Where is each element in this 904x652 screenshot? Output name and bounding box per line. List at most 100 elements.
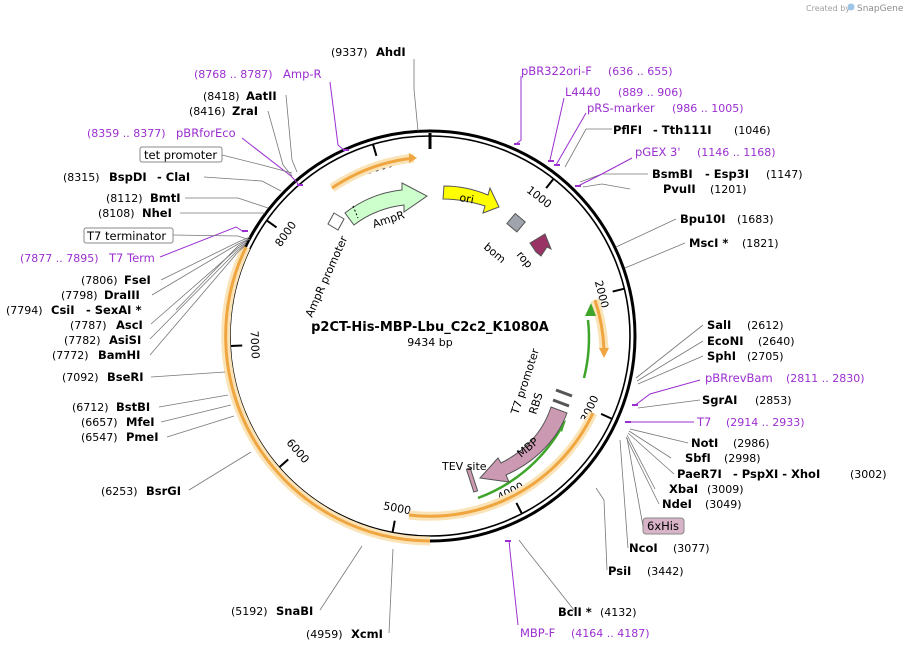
site-ndei[interactable]: NdeI (3049) — [662, 497, 742, 511]
site-bseri[interactable]: (7092) BseRI — [62, 370, 144, 384]
site-fsei[interactable]: (7806) FseI — [81, 273, 151, 287]
site-mfei-name: MfeI — [126, 415, 155, 429]
primer-pbr322ori-f-pos: (636 .. 655) — [608, 65, 673, 78]
site-snabi[interactable]: (5192) SnaBI — [231, 604, 313, 618]
orf-arc-large — [224, 246, 431, 543]
tick-mark-6000 — [278, 458, 289, 469]
site-asisi-pos: (7782) — [64, 334, 101, 347]
site-xbai-pos: (3009) — [707, 483, 744, 496]
tick-mark-5000 — [391, 520, 396, 533]
site-bspdi-name: BspDI — [109, 170, 147, 184]
primer-l4440[interactable]: L4440 (889 .. 906) — [565, 85, 683, 99]
site-pflfi-name: PflFI — [613, 123, 642, 137]
site-ahdi[interactable]: (9337) AhdI — [331, 45, 406, 59]
tev-site-label: TEV site — [441, 460, 487, 473]
feature-tev-site[interactable]: TEV site — [441, 460, 487, 493]
site-bmti-pos: (8112) — [106, 192, 143, 205]
site-aatii[interactable]: (8418) AatII — [203, 89, 277, 103]
site-bstbi[interactable]: (6712) BstBI — [72, 400, 150, 414]
ori-label: ori — [458, 191, 474, 206]
primer-mbp-f-pos: (4164 .. 4187) — [571, 627, 650, 640]
site-asci-name: AscI — [116, 318, 143, 332]
site-bsmbi-name: BsmBI — [652, 167, 693, 181]
feature-rop[interactable]: rop — [514, 233, 552, 271]
6xhis-label: 6xHis — [647, 519, 679, 533]
primer-pbrrevbam[interactable]: pBRrevBam (2811 .. 2830) — [705, 371, 865, 385]
site-econi-name: EcoNI — [707, 334, 743, 348]
primer-amp-r[interactable]: (8768 .. 8787) Amp-R — [194, 67, 322, 81]
tick-mark-7000 — [230, 344, 243, 348]
site-msci[interactable]: MscI * (1821) — [689, 236, 779, 250]
site-sbfi-name: SbfI — [685, 451, 711, 465]
site-bmti[interactable]: (8112) BmtI — [106, 191, 181, 205]
primer-prs-marker[interactable]: pRS-marker (986 .. 1005) — [587, 101, 744, 115]
site-sphi[interactable]: SphI (2705) — [707, 349, 784, 363]
site-sali[interactable]: SalI (2612) — [707, 318, 784, 332]
t7-terminator-box — [83, 227, 174, 244]
site-pflfi[interactable]: PflFI - Tth111I (1046) — [613, 123, 771, 137]
site-bspdi[interactable]: (8315) BspDI - ClaI — [63, 170, 190, 184]
primer-mbp-f[interactable]: MBP-F (4164 .. 4187) — [520, 626, 650, 640]
site-bcli[interactable]: BclI * (4132) — [558, 605, 637, 619]
site-paer7i-pos: (3002) — [850, 468, 887, 481]
site-bsmbi-pos: (1147) — [766, 168, 803, 181]
primer-pbr322ori-f[interactable]: pBR322ori-F (636 .. 655) — [521, 64, 673, 78]
site-pmei[interactable]: (6547) PmeI — [81, 430, 159, 444]
site-asci-pos: (7787) — [70, 319, 107, 332]
primer-pbrforeco-name: pBRforEco — [176, 126, 236, 140]
primer-t7-term[interactable]: (7877 .. 7895) T7 Term — [20, 251, 155, 265]
primer-pbrforeco[interactable]: (8359 .. 8377) pBRforEco — [87, 126, 236, 140]
site-draiii[interactable]: (7798) DraIII — [61, 288, 140, 302]
ori-arrow — [442, 185, 500, 214]
feature-ori[interactable]: ori — [442, 185, 500, 214]
site-xbai-name: XbaI — [669, 482, 698, 496]
site-asisi[interactable]: (7782) AsiSI — [64, 333, 141, 347]
primer-t7-term-pos: (7877 .. 7895) — [20, 252, 99, 265]
site-bsmbi[interactable]: BsmBI - Esp3I (1147) — [652, 167, 803, 181]
site-bstbi-name: BstBI — [116, 400, 150, 414]
site-xbai[interactable]: XbaI (3009) — [669, 482, 744, 496]
site-paer7i[interactable]: PaeR7I - PspXI - XhoI (3002) — [677, 467, 887, 481]
site-xcmi[interactable]: (4959) XcmI — [306, 627, 383, 641]
primer-t7[interactable]: T7 (2914 .. 2933) — [696, 415, 805, 429]
site-sbfi[interactable]: SbfI (2998) — [685, 451, 761, 465]
primer-t7-pos: (2914 .. 2933) — [726, 416, 805, 429]
site-ncoi[interactable]: NcoI (3077) — [629, 541, 710, 555]
primer-leaders — [159, 76, 701, 626]
site-pvuii[interactable]: PvuII (1201) — [663, 182, 747, 196]
tick-mark-2000 — [612, 287, 625, 293]
site-msci-name: MscI * — [689, 236, 728, 250]
site-psii[interactable]: PsiI (3442) — [608, 564, 684, 578]
feature-6xhis[interactable]: 6xHis — [626, 437, 685, 535]
feature-ampr[interactable]: AmpR — [344, 182, 428, 231]
tick-label-1000: 1000 — [524, 183, 554, 211]
site-mfei[interactable]: (6657) MfeI — [81, 415, 155, 429]
site-noti[interactable]: NotI (2986) — [691, 436, 770, 450]
feature-t7-terminator[interactable]: T7 terminator — [83, 227, 251, 244]
site-sgrai[interactable]: SgrAI (2853) — [702, 393, 792, 407]
feature-tet-promoter[interactable]: tet promoter — [139, 146, 293, 174]
site-draiii-name: DraIII — [104, 288, 140, 302]
site-nhei[interactable]: (8108) NheI — [98, 206, 172, 220]
site-bsrgi[interactable]: (6253) BsrGI — [101, 484, 181, 498]
green-arc-rop — [582, 319, 591, 379]
site-asci[interactable]: (7787) AscI — [70, 318, 143, 332]
feature-ampr-promoter[interactable]: AmpR promoter — [303, 212, 351, 319]
primer-pbr322ori-f-name: pBR322ori-F — [521, 64, 592, 78]
site-bamhi[interactable]: (7772) BamHI — [52, 348, 140, 362]
primer-t7-name: T7 — [696, 415, 711, 429]
site-bpu10i[interactable]: Bpu10I (1683) — [680, 212, 774, 226]
bom-label: bom — [481, 240, 508, 266]
site-csii[interactable]: (7794) CsiI - SexAI * — [6, 303, 141, 317]
site-sbfi-pos: (2998) — [724, 452, 761, 465]
site-econi[interactable]: EcoNI (2640) — [707, 334, 795, 348]
site-csii-name: CsiI — [51, 303, 75, 317]
site-zrai[interactable]: (8416) ZraI — [189, 104, 258, 118]
orf-arrowhead-ampr — [409, 153, 417, 163]
primer-pgex-3[interactable]: pGEX 3' (1146 .. 1168) — [635, 145, 776, 159]
primer-pbrrevbam-name: pBRrevBam — [705, 371, 773, 385]
feature-rbs[interactable]: RBS — [526, 391, 570, 416]
site-aatii-name: AatII — [246, 89, 277, 103]
site-noti-name: NotI — [691, 436, 718, 450]
site-nhei-name: NheI — [142, 206, 172, 220]
